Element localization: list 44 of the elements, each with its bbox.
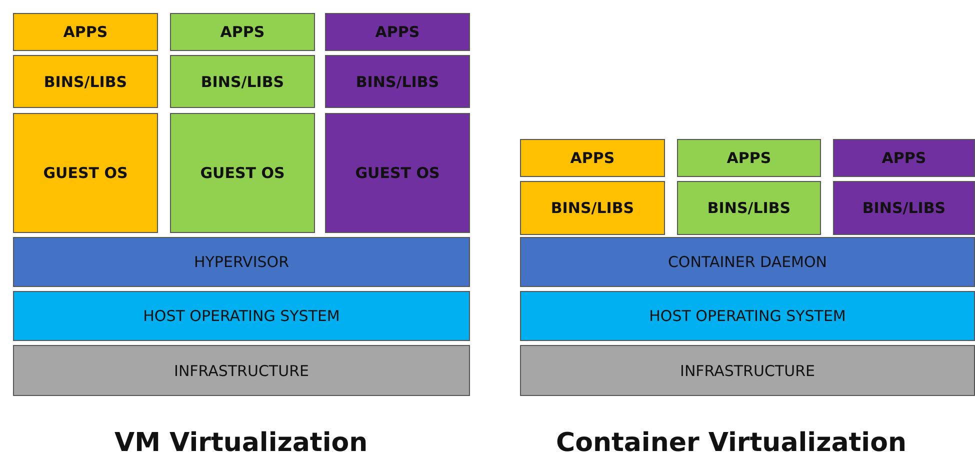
library-layer (833, 181, 975, 235)
app-layer (677, 139, 821, 177)
layer-label: APPS (375, 23, 420, 41)
app-layer (520, 139, 665, 177)
diagram-caption: VM Virtualization (114, 428, 368, 458)
layer-label: GUEST OS (43, 164, 128, 182)
infrastructure-layer (13, 345, 470, 396)
app-layer (170, 13, 315, 51)
guest-os-layer (13, 113, 158, 233)
layer-label: APPS (220, 23, 265, 41)
layer-label: HOST OPERATING SYSTEM (143, 307, 340, 325)
host-os-layer (13, 291, 470, 341)
host-os-layer (520, 291, 975, 341)
layer-label: INFRASTRUCTURE (174, 362, 309, 380)
layer-label: GUEST OS (200, 164, 285, 182)
library-layer (13, 55, 158, 108)
app-layer (325, 13, 470, 51)
layer-label: BINS/LIBS (44, 72, 128, 90)
layer-label: BINS/LIBS (707, 199, 791, 217)
layer-label: HYPERVISOR (194, 253, 289, 271)
layer-label: BINS/LIBS (862, 199, 946, 217)
library-layer (677, 181, 821, 235)
layer-label: HOST OPERATING SYSTEM (649, 307, 846, 325)
layer-label: CONTAINER DAEMON (668, 253, 828, 271)
layer-label: BINS/LIBS (550, 199, 634, 217)
library-layer (520, 181, 665, 235)
layer-label: BINS/LIBS (356, 72, 440, 90)
guest-os-layer (170, 113, 315, 233)
library-layer (325, 55, 470, 108)
layer-label: APPS (726, 149, 772, 167)
layer-label: GUEST OS (355, 164, 440, 182)
layer-label: APPS (63, 23, 108, 41)
app-layer (13, 13, 158, 51)
library-layer (170, 55, 315, 108)
layer-label: INFRASTRUCTURE (680, 362, 815, 380)
hypervisor-layer (13, 237, 470, 287)
app-layer (833, 139, 975, 177)
layer-label: BINS/LIBS (200, 72, 284, 90)
guest-os-layer (325, 113, 470, 233)
diagram-caption: Container Virtualization (556, 428, 906, 458)
infrastructure-layer (520, 345, 975, 396)
layer-label: APPS (882, 149, 926, 167)
layer-label: APPS (570, 149, 615, 167)
daemon-layer (520, 237, 975, 287)
